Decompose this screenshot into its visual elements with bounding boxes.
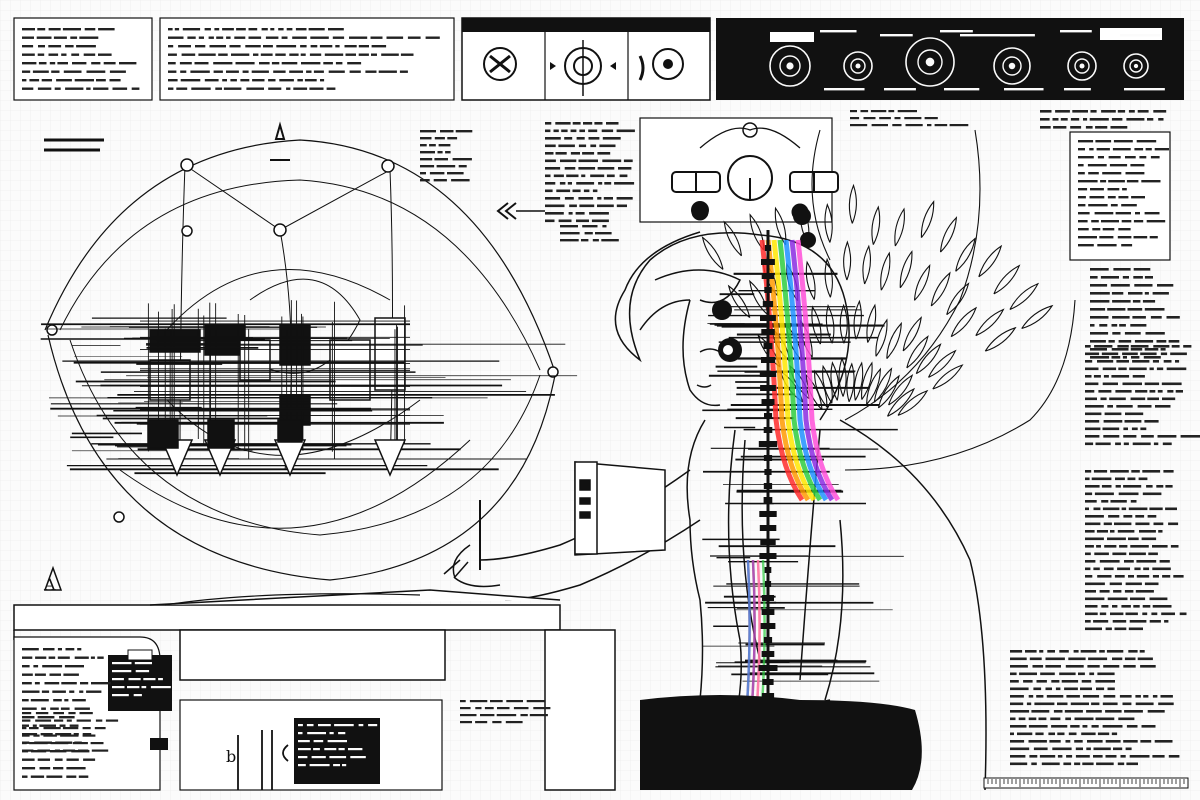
desk xyxy=(13,589,616,791)
note-text-lines xyxy=(22,28,140,90)
gear-icon xyxy=(483,47,517,81)
circle-icon xyxy=(550,40,616,96)
panel-label: b xyxy=(226,747,236,766)
left-blueprint-diagram xyxy=(43,121,559,591)
top-note-panel-2 xyxy=(159,17,455,101)
monitor-icon xyxy=(574,461,666,556)
right-text-column xyxy=(850,110,1200,766)
dark-garment xyxy=(640,695,922,790)
bottom-right-ruler xyxy=(983,777,1189,789)
spine-icon xyxy=(758,230,778,760)
note-text-lines xyxy=(168,28,440,90)
head-symbol-panel xyxy=(639,117,839,223)
rainbow-spine xyxy=(744,239,841,721)
annotation-text-block xyxy=(420,122,635,242)
note-text-lines xyxy=(22,700,551,767)
ruler-ticks xyxy=(987,779,1185,787)
dark-icon-row xyxy=(769,30,1165,91)
top-left-note-panel xyxy=(13,17,153,101)
top-icon-strip xyxy=(461,17,711,101)
keyboard xyxy=(164,593,421,606)
hair-band-icon xyxy=(691,201,816,362)
component-pods xyxy=(147,419,407,477)
eye-icon xyxy=(638,48,684,81)
panel-label: A xyxy=(43,575,56,594)
bottom-center-panel: b xyxy=(22,699,551,791)
top-right-black-panel xyxy=(716,18,1184,100)
